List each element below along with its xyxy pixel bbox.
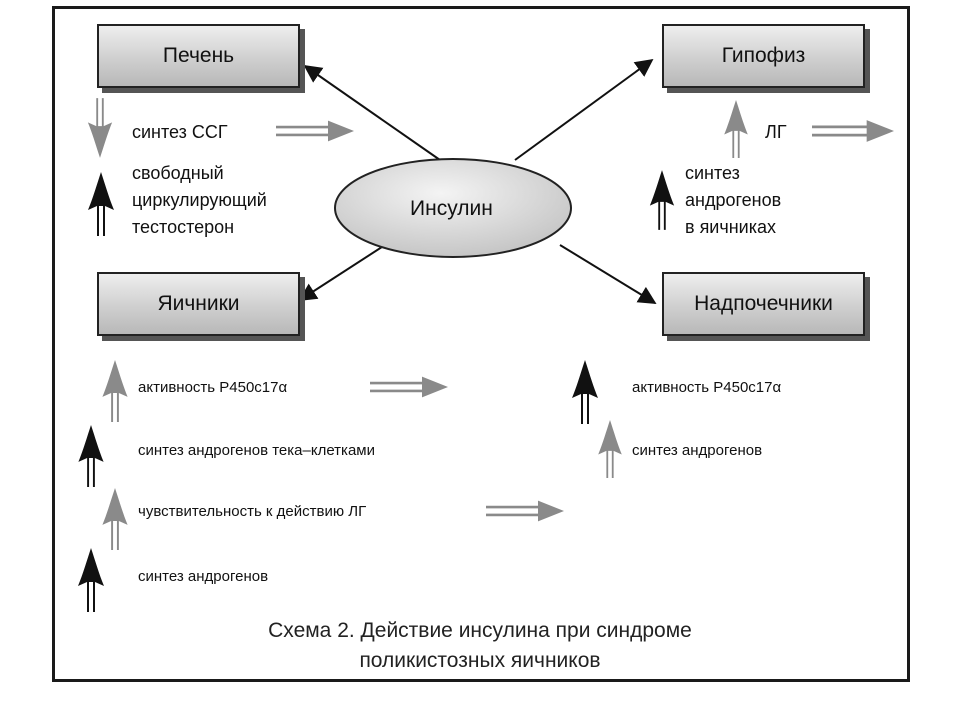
adrenal-p450-text: активность Р450с17α [632, 379, 782, 396]
ovary-p450-right-arrow-icon [370, 376, 448, 398]
shbg-right-arrow-icon [276, 120, 354, 142]
caption-line-2: поликистозных яичников [359, 649, 601, 672]
pituitary-androgen-line-2: андрогенов [685, 190, 782, 210]
ovary-lh-sensitivity-right-arrow-icon [486, 500, 564, 522]
lh-text: ЛГ [765, 122, 787, 142]
ovary-theca-up-arrow-icon [78, 425, 104, 487]
ovary-lh-sensitivity-text: чувствительность к действию ЛГ [138, 503, 367, 520]
arrow-insulin-to-liver [303, 64, 441, 161]
insulin-label: Инсулин [410, 197, 493, 220]
ovaries-box: Яичники [97, 272, 300, 336]
adrenal-androgen-text: синтез андрогенов [632, 442, 763, 459]
pituitary-androgen-line-1: синтез [685, 163, 740, 183]
pituitary-androgen-line-3: в яичниках [685, 217, 777, 237]
pituitary-box: Гипофиз [662, 24, 865, 88]
shbg-synthesis-text: синтез ССГ [132, 122, 228, 142]
ovary-androgen-up-arrow-icon [78, 548, 104, 612]
arrow-insulin-to-pituitary [514, 58, 654, 161]
ovary-lh-sensitivity-up-arrow-icon [102, 488, 128, 550]
ovary-p450-text: активность Р450с17α [138, 379, 288, 396]
arrow-insulin-to-ovaries [298, 244, 386, 301]
pituitary-androgen-up-arrow-icon [649, 170, 675, 230]
ovary-androgen-text: синтез андрогенов [138, 568, 269, 585]
free-testosterone-line-2: циркулирующий [132, 190, 267, 210]
adrenals-box: Надпочечники [662, 272, 865, 336]
liver-box: Печень [97, 24, 300, 88]
liver-down-arrow-icon [87, 98, 113, 158]
lh-right-arrow-icon [812, 120, 894, 142]
diagram-frame [52, 6, 910, 682]
caption-line-1: Схема 2. Действие инсулина при синдроме [268, 619, 692, 642]
ovary-theca-text: синтез андрогенов тека–клетками [138, 442, 375, 459]
arrow-insulin-to-adrenals [559, 244, 657, 304]
free-testosterone-line-3: тестостерон [132, 217, 235, 237]
ovary-p450-up-arrow-icon [102, 360, 128, 422]
adrenal-androgen-up-arrow-icon [598, 420, 622, 478]
liver-up-arrow-icon [88, 172, 114, 236]
adrenal-p450-up-arrow-icon [572, 360, 598, 424]
free-testosterone-line-1: свободный [132, 163, 224, 183]
insulin-ellipse [334, 158, 572, 258]
lh-up-arrow-icon [724, 100, 748, 158]
